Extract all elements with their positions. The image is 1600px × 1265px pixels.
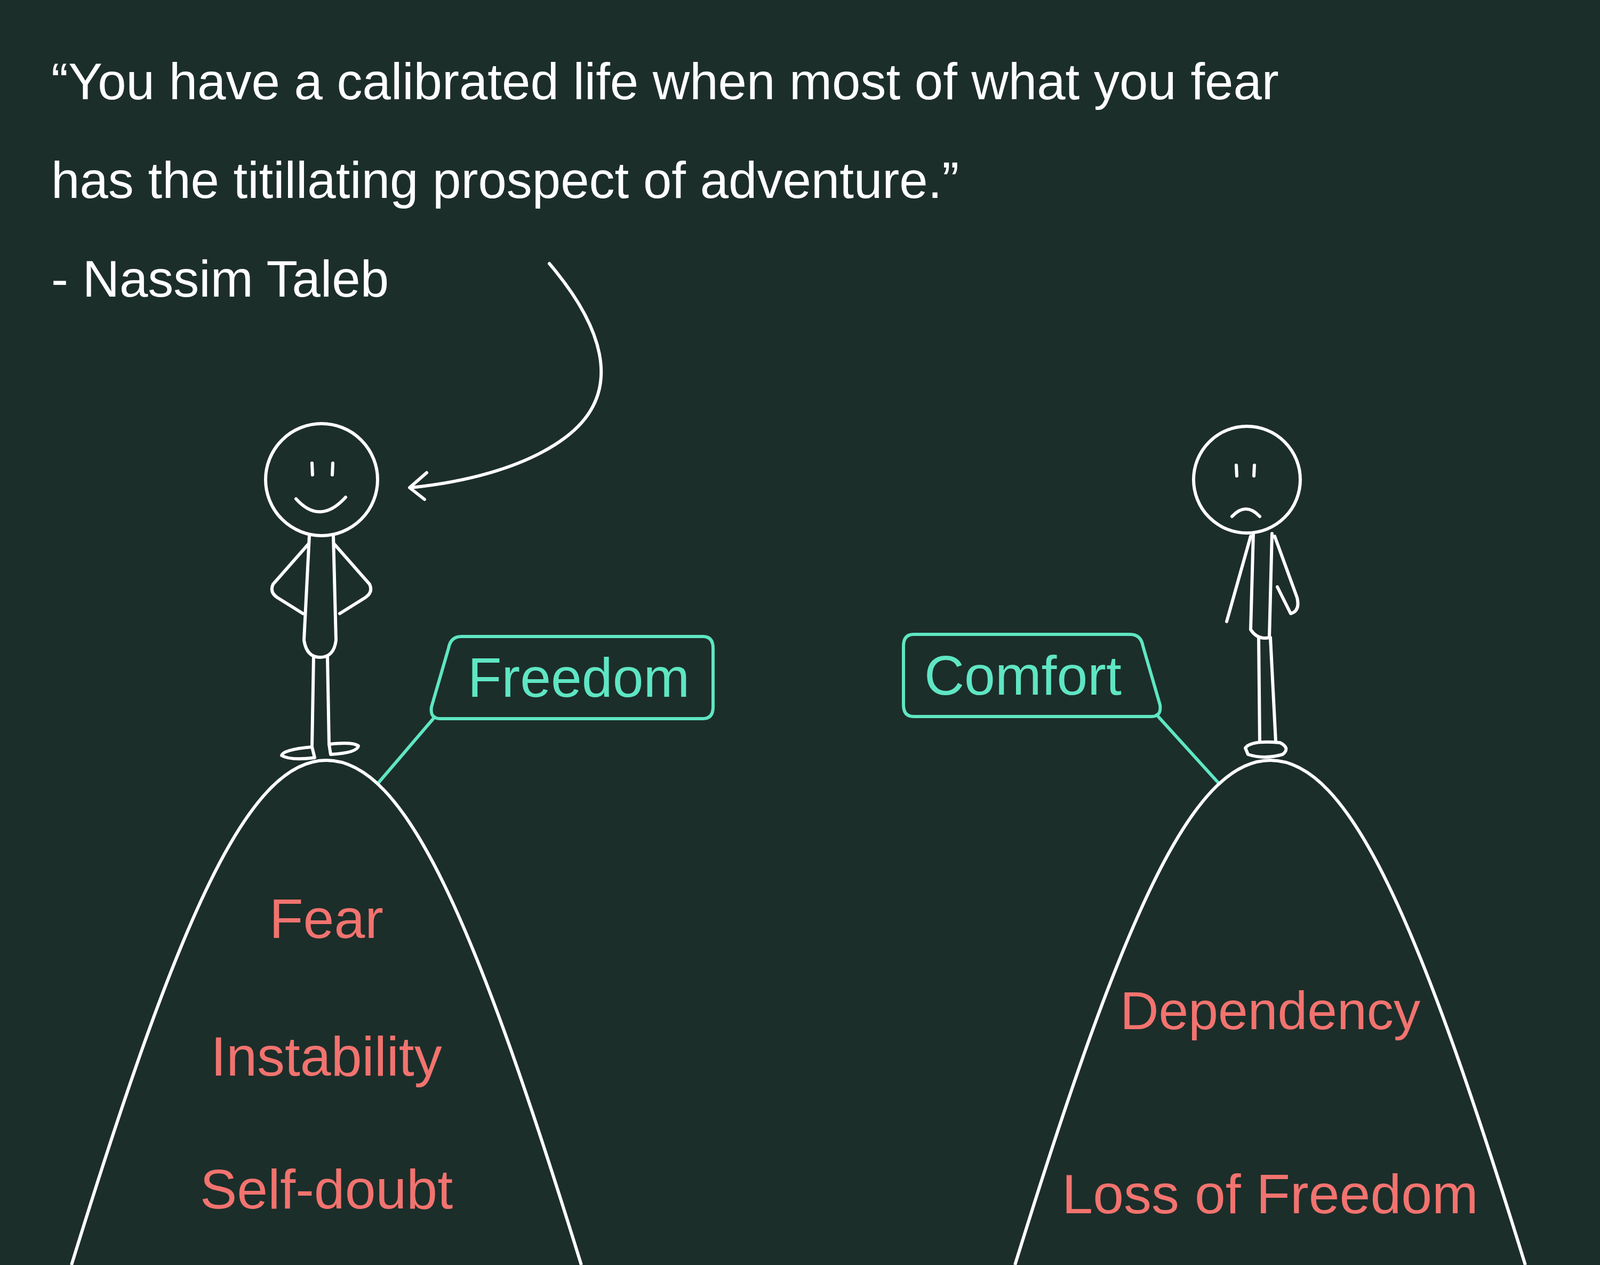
figure-frown [1232, 508, 1260, 517]
curved-arrow [409, 263, 602, 500]
hill-node: FearInstabilitySelf-doubt [71, 760, 582, 1265]
happy-stick-figure [265, 423, 378, 759]
figure-foot [1245, 741, 1286, 757]
figure-foot [281, 746, 315, 759]
tag-border [903, 634, 1160, 717]
figure-eyes [1236, 465, 1255, 476]
tag-border [431, 636, 714, 719]
figure-leg [312, 657, 314, 747]
figure-leg [1258, 637, 1260, 742]
figure-head [265, 423, 378, 536]
hill-text: Dependency [1120, 978, 1421, 1043]
sad-stick-figure [1193, 426, 1301, 757]
hill-text: Fear [269, 886, 384, 951]
figure-arm [1226, 536, 1251, 622]
quote-text: “You have a calibrated life when most of… [51, 32, 1342, 230]
figure-eyes [312, 462, 333, 475]
hill-curve [1014, 760, 1526, 1265]
hill-curve [71, 760, 582, 1265]
tag-text: Comfort [924, 643, 1122, 708]
arrow-curve [410, 263, 602, 488]
hill-text: Instability [210, 1024, 443, 1088]
arrow-head [409, 472, 427, 500]
leader-line [1156, 714, 1220, 784]
hill-node: DependencyLoss of Freedom [1014, 760, 1526, 1265]
figure-head [1193, 426, 1301, 533]
figure-leg [1270, 637, 1276, 742]
hill-text: Loss of Freedom [1061, 1161, 1478, 1226]
quote-block: “You have a calibrated life when most of… [51, 32, 1342, 328]
figure-foot [329, 742, 359, 755]
label-tag: Freedom [428, 634, 715, 720]
attribution: - Nassim Taleb [51, 229, 1342, 328]
figure-smile [296, 497, 346, 512]
tag-text: Freedom [467, 645, 690, 710]
figure-torso [1250, 533, 1272, 638]
leader-line [377, 716, 435, 784]
label-tag: Comfort [901, 632, 1164, 718]
figure-leg [327, 657, 330, 744]
figure-arm [272, 544, 309, 614]
figure-torso [304, 535, 336, 658]
figure-arm [334, 544, 371, 614]
hill-text: Self-doubt [200, 1156, 453, 1221]
figure-arm [1274, 536, 1299, 614]
